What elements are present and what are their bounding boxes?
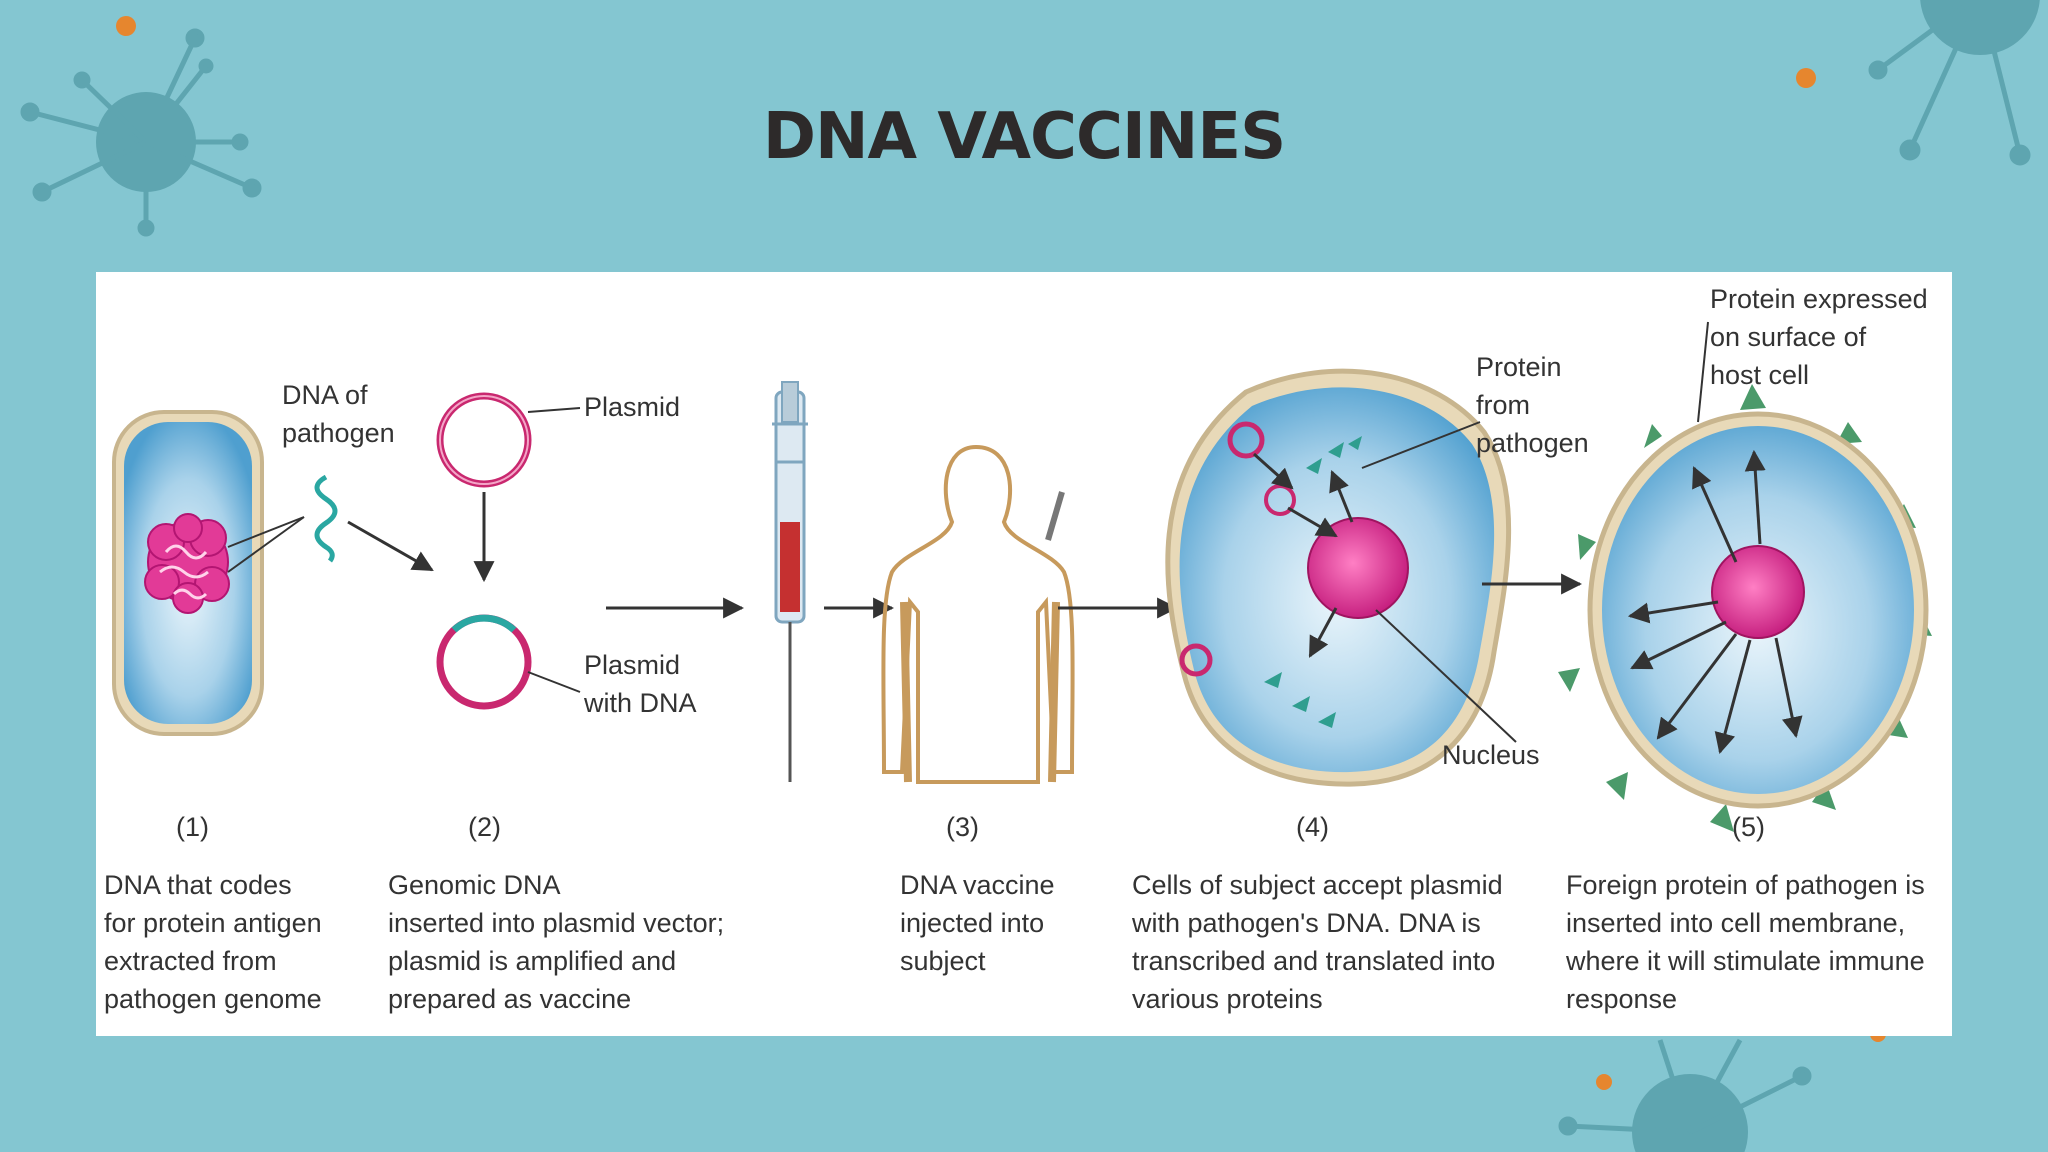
plasmid-icon (436, 392, 532, 488)
dot-icon (116, 16, 136, 36)
diagram-panel: DNA of pathogen Plasmid Plasmid with DNA (96, 272, 1952, 1036)
label-protein-expressed: Protein expressed (1710, 284, 1928, 314)
virus-icon (1558, 1038, 1812, 1152)
step-caption: DNA that codes for protein antigen extra… (104, 870, 322, 1014)
step-number: (3) (946, 812, 979, 842)
dot-icon (1596, 1074, 1612, 1090)
step-caption: Genomic DNA inserted into plasmid vector… (388, 870, 725, 1014)
dot-icon (1796, 68, 1816, 88)
label-dna-of-pathogen: pathogen (282, 418, 395, 448)
label-plasmid-with-dna: Plasmid (584, 650, 680, 680)
label-dna-of-pathogen: DNA of (282, 380, 368, 410)
virus-icon (20, 28, 262, 237)
step-caption: DNA vaccine injected into subject (900, 870, 1055, 976)
syringe-icon (772, 381, 808, 782)
step-number: (2) (468, 812, 501, 842)
dna-fragment-icon (227, 474, 338, 573)
plasmid-with-dna-icon (436, 614, 532, 710)
label-plasmid: Plasmid (584, 392, 680, 422)
label-protein-from-pathogen: from (1476, 390, 1530, 420)
virus-icon (1868, 0, 2040, 166)
host-cell (1165, 368, 1517, 787)
step-number: (5) (1732, 812, 1765, 842)
step-number: (4) (1296, 812, 1329, 842)
pathogen-cell (112, 410, 264, 736)
slide-title: DNA VACCINES (762, 100, 1286, 174)
label-protein-from-pathogen: Protein (1476, 352, 1562, 382)
step-caption: Cells of subject accept plasmid with pat… (1132, 870, 1503, 1014)
human-figure-icon (881, 444, 1075, 784)
step-number: (1) (176, 812, 209, 842)
label-nucleus: Nucleus (1442, 740, 1540, 770)
label-protein-expressed: on surface of (1710, 322, 1867, 352)
label-protein-expressed: host cell (1710, 360, 1809, 390)
label-protein-from-pathogen: pathogen (1476, 428, 1589, 458)
host-cell-surface-proteins (1558, 321, 1932, 832)
step-caption: Foreign protein of pathogen is inserted … (1566, 870, 1925, 1014)
dna-vaccine-diagram: DNA of pathogen Plasmid Plasmid with DNA (112, 284, 1932, 832)
label-plasmid-with-dna: with DNA (583, 688, 697, 718)
